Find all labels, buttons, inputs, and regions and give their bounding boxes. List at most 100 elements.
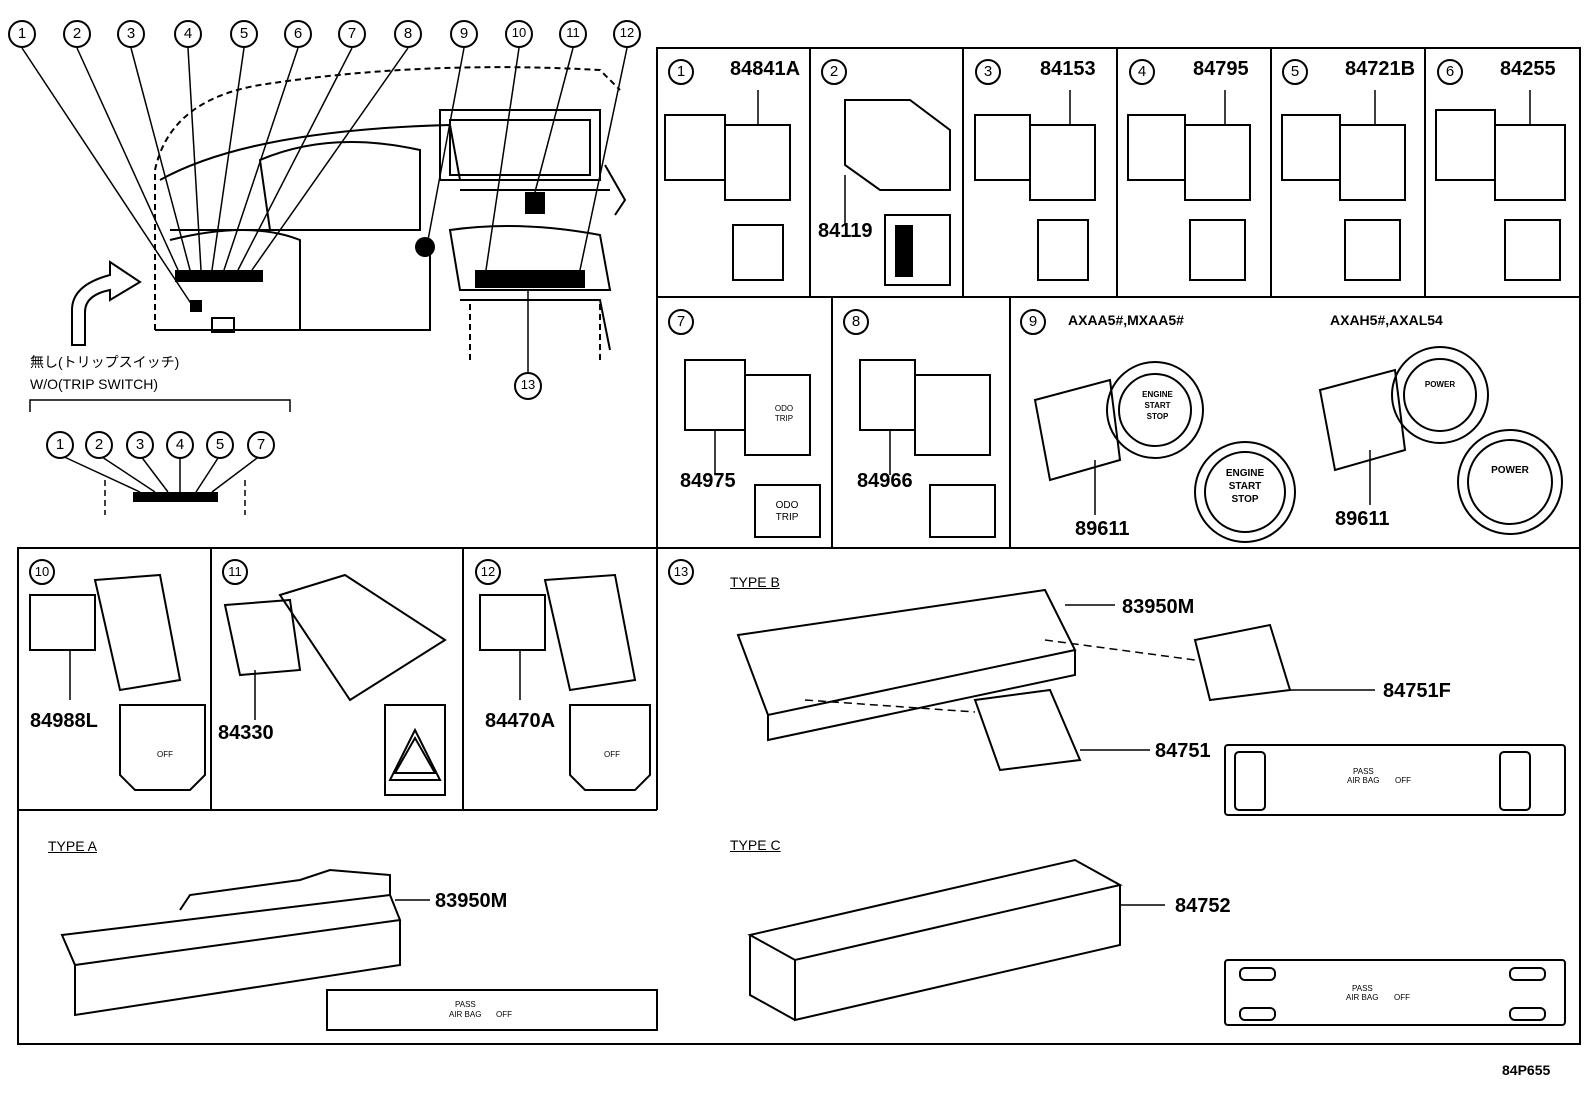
power-label: POWER <box>1491 465 1529 476</box>
engine-label-small: ENGINE <box>1142 390 1173 399</box>
trip-label-small: TRIP <box>774 414 794 423</box>
panel-3-number: 3 <box>983 63 993 80</box>
variant-a: AXAA5#,MXAA5# <box>1068 312 1184 328</box>
callout-13-circle <box>514 372 542 400</box>
airbag-pass-c: PASS <box>1352 984 1373 993</box>
switch-row-left <box>175 270 263 282</box>
airbag-label-b: AIR BAG <box>1347 776 1380 785</box>
airbag-label-c: AIR BAG <box>1346 993 1379 1002</box>
part-89611-b: 89611 <box>1335 508 1390 530</box>
panel-13-number: 13 <box>673 564 689 579</box>
part-84795: 84795 <box>1193 58 1249 80</box>
callout-11: 11 <box>566 25 580 40</box>
type-a-label: TYPE A <box>48 838 98 854</box>
switch-sketches <box>664 90 1566 543</box>
callout-5: 5 <box>239 25 249 42</box>
panel-6-number: 6 <box>1445 63 1455 80</box>
note-en: W/O(TRIP SWITCH) <box>30 376 159 392</box>
part-84751: 84751 <box>1155 740 1211 762</box>
type-c-panel <box>747 858 1566 1026</box>
overview-leaders <box>21 47 628 372</box>
part-84119: 84119 <box>818 220 873 242</box>
callout-12: 12 <box>619 25 635 40</box>
part-84470A: 84470A <box>485 710 556 732</box>
part-84330: 84330 <box>218 722 274 744</box>
callout-circles <box>8 20 641 48</box>
callout-6: 6 <box>293 25 303 42</box>
dashboard-overview <box>154 66 627 360</box>
panel-7-number: 7 <box>676 313 686 330</box>
part-89611-a: 89611 <box>1075 518 1130 540</box>
sub-callout-1: 1 <box>55 436 65 453</box>
callout-8: 8 <box>403 25 413 42</box>
type-b-label: TYPE B <box>730 574 780 590</box>
panel-4-number: 4 <box>1137 63 1147 80</box>
airbag-pass-a: PASS <box>455 1000 476 1009</box>
part-84752: 84752 <box>1175 895 1231 917</box>
sub-callout-7: 7 <box>256 436 266 453</box>
sub-callout-3: 3 <box>135 436 145 453</box>
switch-11-location <box>525 192 545 214</box>
callout-2: 2 <box>72 25 82 42</box>
panel-1-number: 1 <box>676 63 686 80</box>
stop-label-small: STOP <box>1146 412 1169 421</box>
type-c-label: TYPE C <box>730 837 781 853</box>
note-jp: 無し(トリップスイッチ) <box>30 354 180 370</box>
panel-10-number: 10 <box>34 564 50 579</box>
airbag-label-a: AIR BAG <box>449 1010 482 1019</box>
callout-10: 10 <box>511 25 527 40</box>
panel-5-number: 5 <box>1290 63 1300 80</box>
part-84966: 84966 <box>857 470 913 492</box>
panel-8-number: 8 <box>851 313 861 330</box>
callout-1: 1 <box>17 25 27 42</box>
panel-2-number: 2 <box>829 63 839 80</box>
panel-11-number: 11 <box>228 564 242 579</box>
part-84751F: 84751F <box>1383 680 1451 702</box>
odo-label: ODO <box>775 500 799 511</box>
part-83950M-b: 83950M <box>1122 596 1195 618</box>
off-label-12: OFF <box>604 750 620 759</box>
start-label-small: START <box>1144 401 1171 410</box>
part-84721B: 84721B <box>1345 58 1416 80</box>
off-label-10: OFF <box>157 750 173 759</box>
sub-callout-2: 2 <box>94 436 104 453</box>
frame-bottom <box>17 547 1581 1045</box>
power-label-small: POWER <box>1424 380 1456 389</box>
switch-9-location <box>415 237 435 257</box>
airbag-off-b: OFF <box>1395 776 1411 785</box>
part-84975: 84975 <box>680 470 736 492</box>
callout-3: 3 <box>126 25 136 42</box>
sub-callout-4: 4 <box>175 436 185 453</box>
part-84255: 84255 <box>1500 58 1556 80</box>
frame-top-right <box>656 47 1581 298</box>
odo-label-small: ODO <box>774 404 794 413</box>
panel-9-number: 9 <box>1028 313 1038 330</box>
switch-sketches-b <box>29 573 651 796</box>
arrow-indicator <box>71 260 142 346</box>
airbag-off-a: OFF <box>496 1010 512 1019</box>
callout-7: 7 <box>347 25 357 42</box>
stop-label: STOP <box>1231 494 1259 505</box>
sub-callout-circles <box>46 431 275 459</box>
callout-4: 4 <box>183 25 193 42</box>
panel-12-number: 12 <box>480 564 496 579</box>
part-84841A: 84841A <box>730 58 801 80</box>
start-label: START <box>1228 481 1262 492</box>
callout-9: 9 <box>459 25 469 42</box>
switch-row-center <box>475 270 585 288</box>
airbag-off-c: OFF <box>1394 993 1410 1002</box>
sub-callout-5: 5 <box>215 436 225 453</box>
airbag-pass-b: PASS <box>1353 767 1374 776</box>
part-84153: 84153 <box>1040 58 1096 80</box>
type-a-panel <box>60 868 658 1031</box>
callout-13: 13 <box>520 377 536 392</box>
engine-label: ENGINE <box>1225 468 1265 479</box>
part-84988L: 84988L <box>30 710 98 732</box>
type-b-panel <box>736 588 1566 816</box>
variant-b: AXAH5#,AXAL54 <box>1330 312 1443 328</box>
drawing-code: 84P655 <box>1502 1062 1551 1078</box>
sub-overview <box>29 399 291 515</box>
trip-label: TRIP <box>775 512 799 523</box>
part-83950M-a: 83950M <box>435 890 508 912</box>
